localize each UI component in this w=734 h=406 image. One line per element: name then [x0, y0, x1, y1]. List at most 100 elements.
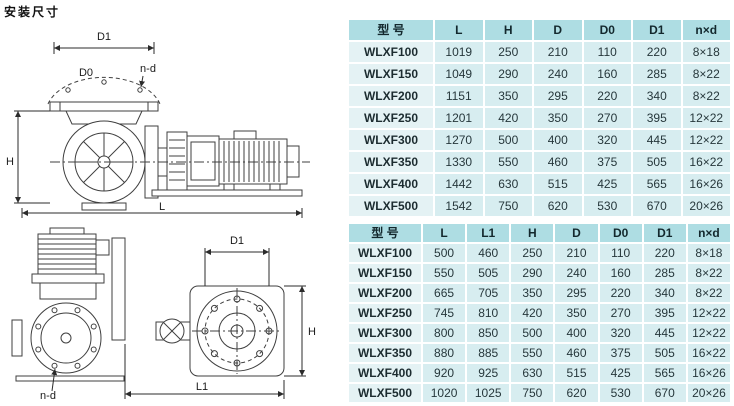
l-label: L [159, 201, 165, 213]
dimension-cell: 350 [482, 84, 534, 108]
column-header: 型 号 [347, 18, 435, 42]
dimension-h: H [284, 285, 316, 377]
motor-flange [31, 273, 105, 284]
dimension-cell: 1201 [433, 106, 485, 130]
model-cell: WLXF150 [347, 262, 423, 284]
dimension-cell: 350 [532, 106, 584, 130]
dimension-cell: 750 [482, 194, 534, 218]
dimension-cell: 445 [641, 322, 688, 344]
column-header: D [553, 222, 600, 244]
terminal-box [233, 130, 257, 140]
d1-label: D1 [230, 235, 244, 247]
model-cell: WLXF250 [347, 106, 435, 130]
dimension-cell: 445 [631, 128, 683, 152]
l1-label: L1 [196, 381, 208, 393]
dimension-cell: 8×22 [680, 84, 732, 108]
dimension-cell: 16×22 [685, 342, 733, 364]
dimension-cell: 550 [420, 262, 468, 284]
dimension-cell: 220 [641, 242, 688, 264]
dimension-cell: 220 [631, 40, 683, 64]
dimension-cell: 460 [532, 150, 584, 174]
dimension-cell: 20×26 [685, 382, 733, 404]
dimension-cell: 250 [509, 242, 556, 264]
gear-housing [39, 282, 97, 300]
dimension-cell: 705 [465, 282, 512, 304]
dimension-cell: 750 [509, 382, 556, 404]
column-header: D0 [597, 222, 644, 244]
side-view-drawing: D1 D0 n-d [6, 31, 310, 218]
gearbox [186, 135, 220, 187]
model-cell: WLXF350 [347, 342, 423, 364]
dimension-cell: 1049 [433, 62, 485, 86]
dimension-cell: 160 [581, 62, 633, 86]
dimension-cell: 16×22 [680, 150, 732, 174]
h-label: H [308, 326, 316, 338]
dimension-cell: 530 [581, 194, 633, 218]
dimension-cell: 290 [509, 262, 556, 284]
n-d-label: n-d [40, 390, 56, 402]
dimension-cell: 1151 [433, 84, 485, 108]
dimension-cell: 515 [553, 362, 600, 384]
page-title: 安装尺寸 [4, 5, 61, 19]
model-cell: WLXF350 [347, 150, 435, 174]
column-header: D [532, 18, 584, 42]
model-cell: WLXF100 [347, 40, 435, 64]
dimension-cell: 1025 [465, 382, 512, 404]
dimension-cell: 270 [597, 302, 644, 324]
dimension-l: L [21, 201, 303, 218]
dimension-cell: 800 [420, 322, 468, 344]
dimension-cell: 550 [509, 342, 556, 364]
dimension-cell: 320 [581, 128, 633, 152]
dimension-cell: 8×18 [685, 242, 733, 264]
d1-label: D1 [97, 31, 111, 43]
column-header: H [509, 222, 556, 244]
n-d-label: n-d [140, 63, 156, 75]
dimension-cell: 460 [553, 342, 600, 364]
dimension-cell: 350 [553, 302, 600, 324]
dimension-l1: L1 [124, 344, 285, 399]
dimension-cell: 295 [532, 84, 584, 108]
model-cell: WLXF300 [347, 128, 435, 152]
dimension-cell: 8×18 [680, 40, 732, 64]
dimension-cell: 565 [641, 362, 688, 384]
dimension-cell: 375 [581, 150, 633, 174]
dimension-cell: 210 [553, 242, 600, 264]
dimension-cell: 16×26 [685, 362, 733, 384]
dimension-cell: 12×22 [680, 106, 732, 130]
dimension-cell: 1542 [433, 194, 485, 218]
dimension-cell: 400 [532, 128, 584, 152]
dimension-cell: 925 [465, 362, 512, 384]
dimension-cell: 1270 [433, 128, 485, 152]
dimension-cell: 850 [465, 322, 512, 344]
dimension-cell: 620 [553, 382, 600, 404]
dimension-cell: 500 [509, 322, 556, 344]
h-label: H [6, 156, 14, 168]
dimension-cell: 920 [420, 362, 468, 384]
dimension-cell: 220 [581, 84, 633, 108]
dimension-cell: 290 [482, 62, 534, 86]
dimension-cell: 295 [553, 282, 600, 304]
column-header: L [433, 18, 485, 42]
mounting-plate [111, 237, 126, 341]
dimension-h: H [6, 110, 50, 204]
dimension-cell: 530 [597, 382, 644, 404]
model-cell: WLXF150 [347, 62, 435, 86]
motor-fins [38, 238, 96, 270]
dimension-cell: 20×26 [680, 194, 732, 218]
column-header: D1 [641, 222, 688, 244]
dimension-cell: 425 [581, 172, 633, 196]
dimension-cell: 670 [641, 382, 688, 404]
model-cell: WLXF100 [347, 242, 423, 264]
